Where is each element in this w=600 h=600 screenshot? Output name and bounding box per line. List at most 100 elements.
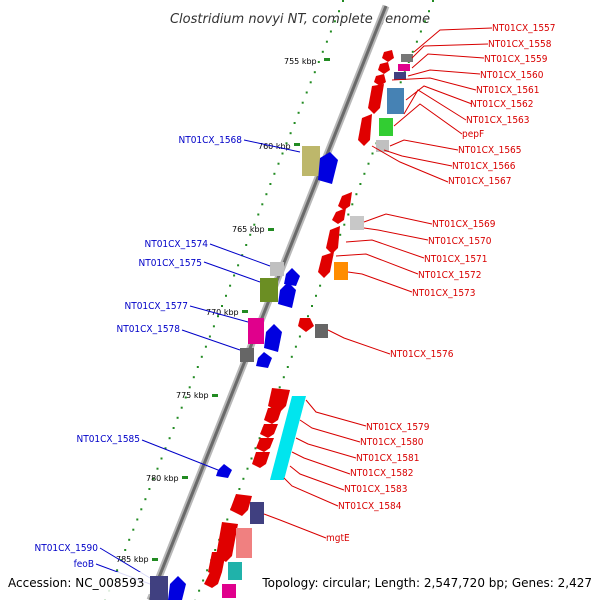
tick-dot bbox=[411, 50, 414, 53]
gene-label[interactable]: pepF bbox=[462, 129, 484, 140]
right-labels: NT01CX_1557 NT01CX_1558 NT01CX_1559 NT01… bbox=[326, 23, 556, 544]
tick-dot bbox=[176, 416, 179, 419]
gene-label[interactable]: NT01CX_1573 bbox=[412, 288, 476, 299]
gene-label[interactable]: NT01CX_1585 bbox=[76, 434, 140, 445]
gene-label[interactable]: NT01CX_1558 bbox=[488, 39, 552, 50]
tick-dot bbox=[277, 162, 280, 165]
tick-dot bbox=[329, 30, 332, 33]
gene-label[interactable]: NT01CX_1559 bbox=[484, 54, 548, 65]
tick-dot bbox=[250, 457, 253, 460]
gene-label[interactable]: NT01CX_1578 bbox=[116, 324, 180, 335]
gene-box bbox=[240, 348, 254, 362]
major-tick bbox=[294, 143, 300, 146]
gene-label[interactable]: NT01CX_1583 bbox=[344, 484, 408, 495]
accession-text: Accession: NC_008593 bbox=[8, 576, 144, 590]
tick-dot bbox=[254, 447, 257, 450]
gene-arrow bbox=[204, 572, 222, 588]
gene-label[interactable]: NT01CX_1590 bbox=[34, 543, 98, 554]
tick-dot bbox=[249, 233, 252, 236]
tick-dot bbox=[289, 132, 292, 135]
gene-label[interactable]: NT01CX_1568 bbox=[178, 135, 242, 146]
gene-label[interactable]: NT01CX_1580 bbox=[360, 437, 424, 448]
left-labels: NT01CX_1568 NT01CX_1574 NT01CX_1575 NT01… bbox=[34, 135, 242, 570]
tick-dot bbox=[221, 305, 223, 307]
gene-label[interactable]: NT01CX_1581 bbox=[356, 453, 420, 464]
tick-dot bbox=[321, 50, 324, 53]
tick-dot bbox=[152, 477, 155, 480]
tick-row-outer bbox=[104, 0, 344, 600]
topology-text: Topology: circular; Length: 2,547,720 bp… bbox=[261, 576, 592, 590]
leader-line bbox=[335, 253, 419, 275]
gene-label[interactable]: NT01CX_1571 bbox=[424, 254, 488, 265]
gene-label[interactable]: NT01CX_1560 bbox=[480, 70, 544, 81]
tick-dot bbox=[325, 40, 328, 43]
tick-dot bbox=[286, 366, 289, 368]
tick-dot bbox=[294, 345, 297, 348]
leader-line bbox=[189, 305, 249, 323]
leader-line bbox=[393, 103, 463, 135]
gene-arrow bbox=[230, 494, 252, 516]
tick-dot bbox=[140, 508, 143, 511]
gene-label[interactable]: mgtE bbox=[326, 533, 350, 544]
tick-dot bbox=[160, 457, 163, 460]
gene-label[interactable]: NT01CX_1570 bbox=[428, 236, 492, 247]
tick-dot bbox=[333, 20, 336, 23]
gene-label[interactable]: NT01CX_1579 bbox=[366, 422, 430, 433]
gene-label[interactable]: feoB bbox=[74, 559, 94, 570]
gene-label[interactable]: NT01CX_1582 bbox=[350, 468, 414, 479]
gene-box bbox=[401, 54, 413, 62]
major-tick bbox=[152, 558, 158, 561]
major-tick bbox=[182, 476, 188, 479]
gene-box bbox=[302, 146, 320, 176]
tick-dot bbox=[399, 81, 402, 84]
tick-dot bbox=[290, 355, 293, 358]
leader-line bbox=[295, 437, 357, 459]
tick-dot bbox=[204, 345, 207, 348]
gene-label[interactable]: NT01CX_1557 bbox=[492, 23, 556, 34]
leader-line bbox=[141, 439, 219, 471]
gene-box bbox=[150, 576, 168, 600]
leader-line bbox=[371, 145, 449, 183]
gene-box bbox=[334, 262, 348, 280]
gene-label[interactable]: NT01CX_1575 bbox=[138, 258, 202, 269]
gene-label[interactable]: NT01CX_1561 bbox=[476, 85, 540, 96]
tick-dot bbox=[208, 335, 211, 338]
tick-dot bbox=[253, 223, 256, 226]
tick-dot bbox=[246, 467, 249, 470]
gene-label[interactable]: NT01CX_1563 bbox=[466, 115, 530, 126]
tick-dot bbox=[297, 111, 300, 114]
scale-label: 755 kbp bbox=[284, 57, 317, 66]
tick-dot bbox=[238, 488, 241, 490]
tick-dot bbox=[257, 213, 260, 216]
gene-label[interactable]: NT01CX_1569 bbox=[432, 219, 496, 230]
gene-label[interactable]: NT01CX_1565 bbox=[458, 145, 522, 156]
tick-dot bbox=[343, 223, 346, 226]
gene-box bbox=[270, 262, 284, 276]
gene-label[interactable]: NT01CX_1562 bbox=[470, 99, 534, 110]
gene-arrow bbox=[252, 452, 270, 468]
gene-label[interactable]: NT01CX_1577 bbox=[124, 301, 188, 312]
gene-arrow bbox=[256, 438, 274, 452]
map-title: Clostridium novyi NT, complete genome bbox=[170, 12, 430, 27]
gene-label[interactable]: NT01CX_1576 bbox=[390, 349, 454, 360]
tick-dot bbox=[371, 152, 374, 155]
gene-label[interactable]: NT01CX_1572 bbox=[418, 270, 482, 281]
left-leaders bbox=[95, 139, 301, 585]
leader-line bbox=[413, 27, 493, 53]
footer-backdrop bbox=[0, 572, 150, 594]
tick-dot bbox=[188, 386, 191, 389]
gene-arrow bbox=[382, 50, 394, 62]
major-tick bbox=[268, 228, 274, 231]
gene-label[interactable]: NT01CX_1566 bbox=[452, 161, 516, 172]
gene-box bbox=[350, 216, 364, 230]
genome-backbone-core bbox=[148, 5, 388, 600]
leader-line bbox=[203, 261, 261, 283]
tick-dot bbox=[347, 213, 350, 216]
leader-line bbox=[305, 399, 367, 427]
gene-label[interactable]: NT01CX_1574 bbox=[144, 239, 208, 250]
tick-dot bbox=[200, 355, 203, 358]
gene-label[interactable]: NT01CX_1567 bbox=[448, 176, 512, 187]
leader-line bbox=[363, 213, 433, 225]
gene-label[interactable]: NT01CX_1584 bbox=[338, 501, 402, 512]
tick-dot bbox=[273, 172, 276, 175]
